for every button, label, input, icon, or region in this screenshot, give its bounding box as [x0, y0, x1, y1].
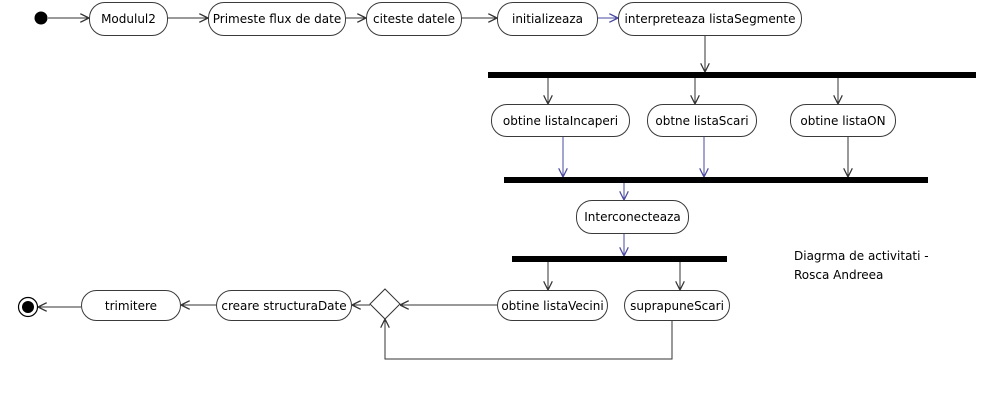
diagram-note: Diagrma de activitati - Rosca Andreea [794, 247, 929, 285]
activity-primeste-flux: Primeste flux de date [208, 2, 346, 36]
join-bar-1 [504, 177, 928, 183]
fork-bar-1 [488, 72, 976, 78]
activity-citeste-datele: citeste datele [366, 2, 462, 36]
activity-obtne-listascari: obtne listaScari [647, 104, 757, 137]
final-node-core [22, 301, 34, 313]
activity-interpreteaza: interpreteaza listaSegmente [618, 2, 802, 36]
flow-arrow [385, 319, 673, 360]
initial-node [34, 11, 48, 25]
activity-modulul2: Modulul2 [89, 2, 168, 36]
activity-trimitere: trimitere [81, 290, 181, 321]
activity-interconecteaza: Interconecteaza [576, 200, 689, 234]
fork-bar-2 [512, 256, 727, 262]
activity-obtine-listaincaperi: obtine listaIncaperi [491, 104, 630, 137]
activity-creare-structuradate: creare structuraDate [216, 290, 352, 321]
decision-node [369, 288, 401, 320]
activity-suprapunescari: suprapuneScari [624, 290, 730, 321]
note-line-2: Rosca Andreea [794, 268, 884, 282]
activity-obtine-listavecini: obtine listaVecini [497, 290, 608, 321]
activity-initializeaza: initializeaza [497, 2, 598, 36]
activity-obtine-listaon: obtine listaON [790, 104, 896, 137]
note-line-1: Diagrma de activitati - [794, 249, 929, 263]
